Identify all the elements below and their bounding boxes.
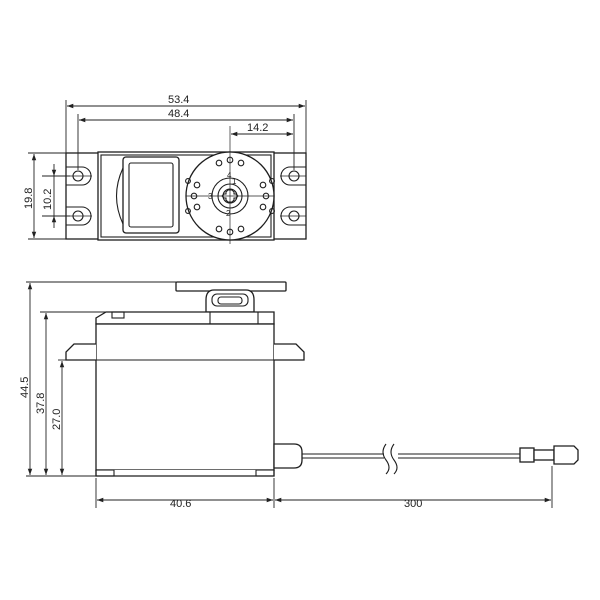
- cable-break-mark: [382, 443, 390, 475]
- dim-cable-length: 300: [404, 498, 422, 510]
- dim-hole-spacing-vertical: 10.2: [42, 189, 54, 210]
- horn-label-2: 2: [226, 209, 231, 218]
- dim-mount-height: 27.0: [51, 409, 63, 430]
- dim-overall-width: 53.4: [168, 94, 189, 106]
- side-main-body: [95, 323, 275, 471]
- dim-body-width: 40.6: [170, 498, 191, 510]
- side-left-mount-tab: [65, 343, 96, 361]
- dim-height: 19.8: [23, 188, 35, 209]
- top-label-window: [122, 156, 180, 234]
- side-view: 44.5 37.8 27.0 40.6 300: [19, 281, 579, 510]
- dim-horn-offset: 14.2: [247, 122, 268, 134]
- horn-label-4: 4: [227, 171, 232, 180]
- side-right-mount-tab: [274, 343, 305, 361]
- horn-label-3: 3: [208, 192, 213, 201]
- side-horn-hub: [205, 289, 255, 313]
- horn-label-1: 1: [232, 177, 237, 186]
- side-cable-exit: [273, 443, 303, 469]
- dim-body-height: 37.8: [35, 393, 47, 414]
- dim-total-height: 44.5: [19, 377, 31, 398]
- horn-screw: [221, 189, 239, 203]
- top-body-lobe: [115, 167, 124, 225]
- side-base: [95, 470, 275, 477]
- top-view: 1 2 3 4 53.4 48.4 14.2 19.8: [23, 94, 307, 244]
- side-connector: [519, 447, 535, 463]
- dim-hole-spacing: 48.4: [168, 108, 189, 120]
